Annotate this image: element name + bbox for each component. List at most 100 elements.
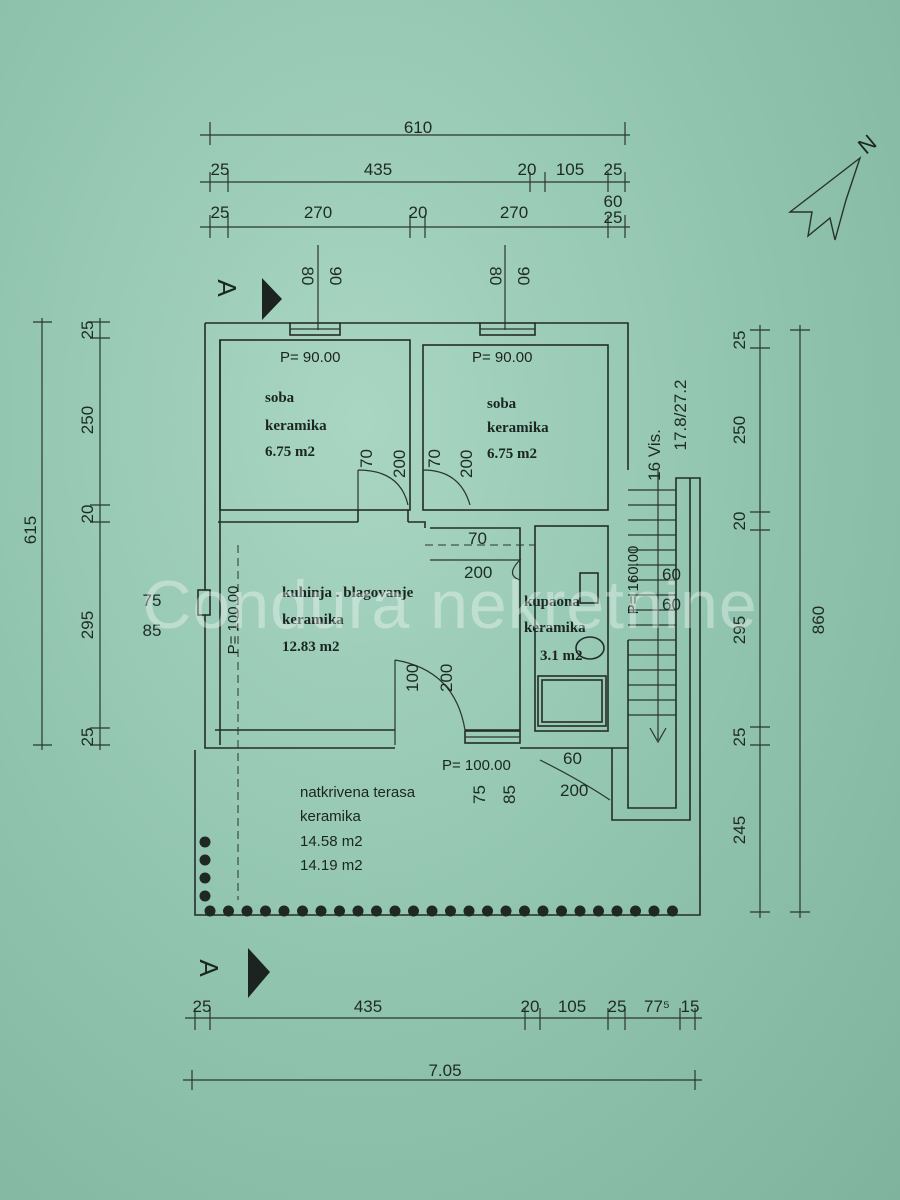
- dim-top3-a: 25: [211, 203, 230, 222]
- terrace-win-75: 75: [470, 785, 489, 804]
- section-marker-top: A: [212, 278, 282, 320]
- railing-post: [334, 905, 345, 917]
- dim-left-c: 20: [78, 505, 97, 524]
- dim-bot-b: 435: [354, 997, 382, 1016]
- dim-left-d: 295: [78, 611, 97, 639]
- watermark: Condura nekretnine: [142, 567, 757, 643]
- room4-area: 3.1 m2: [540, 648, 583, 664]
- room1-area: 6.75 m2: [265, 444, 315, 460]
- section-marker-label-bottom: A: [194, 959, 224, 977]
- kitchen-win-85: 85: [143, 621, 162, 640]
- railing-post: [500, 905, 512, 917]
- railing-post: [537, 905, 549, 917]
- dim-top2-extra: 60: [604, 192, 623, 211]
- left-dimensions: 615 25 250 20 295 25 75 85: [21, 318, 161, 750]
- stairs: [628, 470, 676, 744]
- railing-post: [667, 905, 678, 917]
- bath-win-h: 60: [662, 595, 681, 614]
- dim-left-a: 25: [78, 321, 97, 340]
- room2-area: 6.75 m2: [487, 446, 537, 462]
- railing-post: [426, 905, 438, 917]
- room5-area2: 14.19 m2: [300, 857, 363, 874]
- door2-h: 200: [457, 450, 476, 478]
- terrace-railing: [199, 836, 678, 917]
- terrace-win-85: 85: [500, 785, 519, 804]
- room-bathroom: kupaona keramika 3.1 m2 P= 160.00: [524, 546, 642, 664]
- room4-floor: keramika: [524, 620, 586, 636]
- dim-top3-e: 25: [604, 208, 623, 227]
- door3-w: 70: [468, 529, 487, 548]
- dim-right-a: 25: [730, 331, 749, 350]
- railing-post: [630, 905, 641, 917]
- railing-post: [408, 905, 419, 917]
- dim-left-b: 250: [78, 406, 97, 434]
- dim-right-b: 250: [730, 416, 749, 444]
- door-dims: 70 200 70 200 70 200 100 200 60 200 60 6…: [357, 449, 681, 804]
- win-right-90: 90: [514, 267, 533, 286]
- room1-parapet: P= 90.00: [280, 349, 340, 366]
- stairs-label2: 17.8/27.2: [671, 380, 690, 451]
- section-marker-label-top: A: [212, 279, 242, 297]
- railing-post: [199, 836, 211, 848]
- railing-post: [574, 905, 586, 917]
- railing-post: [593, 905, 604, 917]
- top-dimensions: 610 25 435 20 105 25 60 25 270 20 270 25…: [200, 118, 630, 330]
- railing-post: [648, 905, 660, 917]
- dim-top2-b: 435: [364, 160, 392, 179]
- railing-post: [482, 905, 493, 917]
- room1-floor: keramika: [265, 418, 327, 434]
- railing-post: [352, 905, 364, 917]
- room2-floor: keramika: [487, 420, 549, 436]
- dim-left-e: 25: [78, 728, 97, 747]
- door1-h: 200: [390, 450, 409, 478]
- dim-top3-d: 270: [500, 203, 528, 222]
- room4-parapet: P= 160.00: [625, 546, 642, 615]
- bath-win-w: 60: [662, 565, 681, 584]
- railing-post: [445, 905, 456, 917]
- room4-name: kupaona: [524, 594, 580, 610]
- railing-post: [389, 905, 401, 917]
- stairs-label: 16 Vis.: [645, 429, 664, 481]
- dim-bot-g: 15: [681, 997, 700, 1016]
- railing-post: [278, 905, 290, 917]
- win-left-80: 80: [298, 267, 317, 286]
- railing-post: [223, 905, 234, 917]
- room3-parapet: P= 100.00: [225, 586, 242, 655]
- room5-parapet: P= 100.00: [442, 757, 511, 774]
- walls: [194, 322, 701, 916]
- door2-w: 70: [425, 449, 444, 468]
- railing-post: [260, 905, 271, 917]
- dim-right-f: 245: [730, 816, 749, 844]
- dim-top-total: 610: [404, 118, 432, 137]
- kitchen-win-75: 75: [143, 591, 162, 610]
- dim-top2-d: 105: [556, 160, 584, 179]
- dim-top2-a: 25: [211, 160, 230, 179]
- dim-left-total: 615: [21, 516, 40, 544]
- dim-bot-c: 20: [521, 997, 540, 1016]
- room2-name: soba: [487, 396, 517, 412]
- room-bedroom-left: P= 90.00 soba keramika 6.75 m2: [265, 349, 340, 460]
- door4-w: 100: [403, 664, 422, 692]
- win-left-90: 90: [326, 267, 345, 286]
- bottom-dimensions: 25 435 20 105 25 77⁵ 15 7.05: [183, 997, 702, 1090]
- dim-top2-c: 20: [518, 160, 537, 179]
- section-marker-bottom: A: [194, 948, 270, 998]
- railing-post: [241, 905, 253, 917]
- railing-post: [463, 905, 475, 917]
- railing-post: [611, 905, 623, 917]
- railing-post: [199, 854, 211, 866]
- railing-post: [204, 905, 216, 917]
- room3-floor: keramika: [282, 612, 344, 628]
- railing-post: [556, 905, 567, 917]
- dim-top3-b: 270: [304, 203, 332, 222]
- dim-bot-e: 25: [608, 997, 627, 1016]
- room5-area: 14.58 m2: [300, 833, 363, 850]
- north-label: N: [853, 130, 881, 159]
- dim-bot-total: 7.05: [428, 1061, 461, 1080]
- door4-h: 200: [437, 664, 456, 692]
- room-bedroom-right: P= 90.00 soba keramika 6.75 m2: [472, 349, 549, 462]
- door1-w: 70: [357, 449, 376, 468]
- railing-post: [315, 905, 327, 917]
- railing-post: [371, 905, 382, 917]
